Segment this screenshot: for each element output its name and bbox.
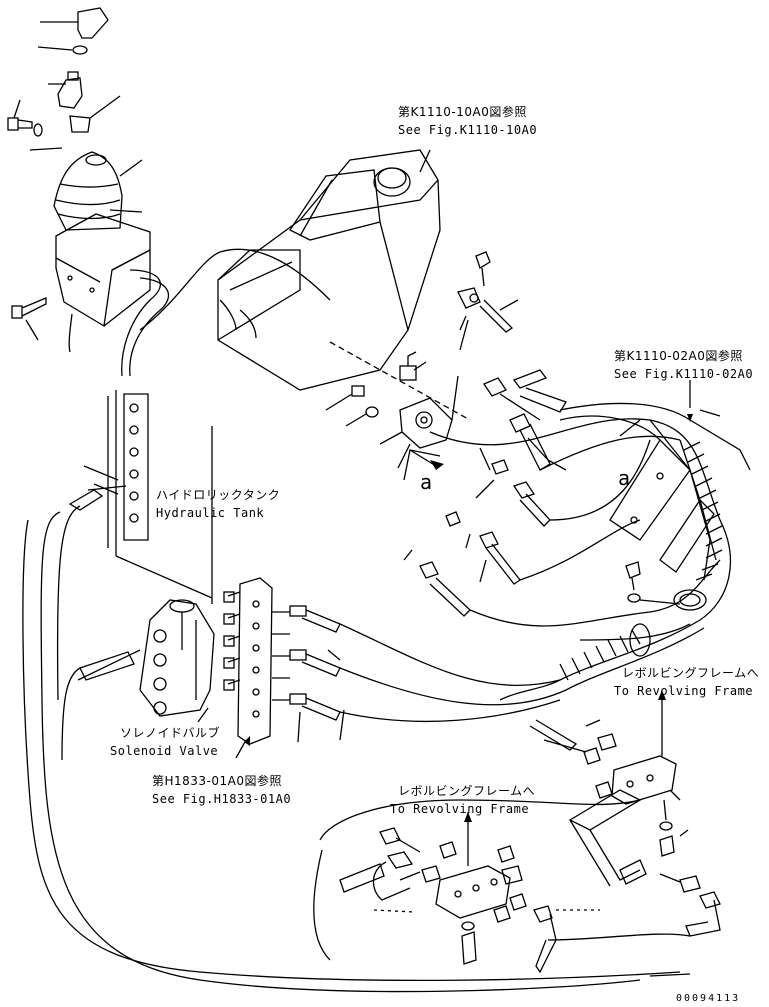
manifold-fittings (272, 605, 567, 743)
ref-k1110-02a0-jp: 第K1110-02A0図参照 (614, 349, 743, 363)
arrow-a (430, 460, 444, 470)
block-bottom-right (529, 690, 689, 857)
pressure-switch (399, 351, 427, 381)
solenoid-valve-jp: ソレノイドバルブ (120, 726, 221, 740)
ref-k1110-02a0-en: See Fig.K1110-02A0 (614, 367, 754, 381)
bolt-left (7, 99, 43, 137)
revolving-frame-en-2: To Revolving Frame (390, 802, 530, 816)
junction-block-left (107, 390, 213, 604)
hydraulic-tank-en: Hydraulic Tank (156, 506, 265, 520)
lever-switch (48, 71, 83, 109)
revolving-frame-jp-1: レボルビングフレームへ (622, 666, 760, 680)
ref-h1833-01a0-jp: 第H1833-01A0図参照 (152, 774, 283, 788)
fittings-right (403, 369, 567, 617)
solenoid-valve (77, 599, 215, 723)
harness-lever (68, 313, 73, 353)
bolt-center (325, 385, 411, 469)
hydraulic-tank (217, 149, 441, 391)
hose-bottom-right (568, 789, 721, 937)
block-center (399, 375, 459, 449)
lever-clamp (69, 95, 121, 133)
spiral-hose (499, 619, 705, 701)
manifold-block (223, 577, 273, 745)
ref-k1110-10a0-jp: 第K1110-10A0図参照 (398, 105, 527, 119)
block-bottom-center (421, 812, 557, 974)
bolt-bracket (11, 297, 47, 341)
right-brackets (609, 380, 751, 573)
hose-bottom-center (313, 799, 691, 961)
lever-bracket (55, 209, 151, 328)
hose-bundle (429, 402, 732, 641)
harness-outer (22, 519, 681, 982)
hydraulic-tank-jp: ハイドロリックタンク (156, 488, 281, 502)
bolt-top-right (457, 251, 519, 351)
drawing-number: 00094113 (676, 993, 741, 1004)
lever-boot (53, 151, 143, 231)
ref-h1833-01a0-en: See Fig.H1833-01A0 (152, 792, 292, 806)
wire-lead (29, 147, 63, 151)
callout-a-1: a (420, 470, 433, 494)
center-line (329, 341, 471, 421)
solenoid-valve-en: Solenoid Valve (110, 744, 219, 758)
bolt-right (625, 561, 681, 605)
callout-a-2: a (618, 466, 631, 490)
solenoid-hose (61, 651, 135, 761)
revolving-frame-jp-2: レボルビングフレームへ (398, 784, 536, 798)
lever-knob (40, 7, 109, 39)
lever-nut (37, 45, 88, 55)
hose-to-block (40, 465, 641, 993)
ref-k1110-10a0-en: See Fig.K1110-10A0 (398, 123, 538, 137)
revolving-frame-en-1: To Revolving Frame (614, 684, 754, 698)
spiral-wrap (673, 441, 723, 611)
